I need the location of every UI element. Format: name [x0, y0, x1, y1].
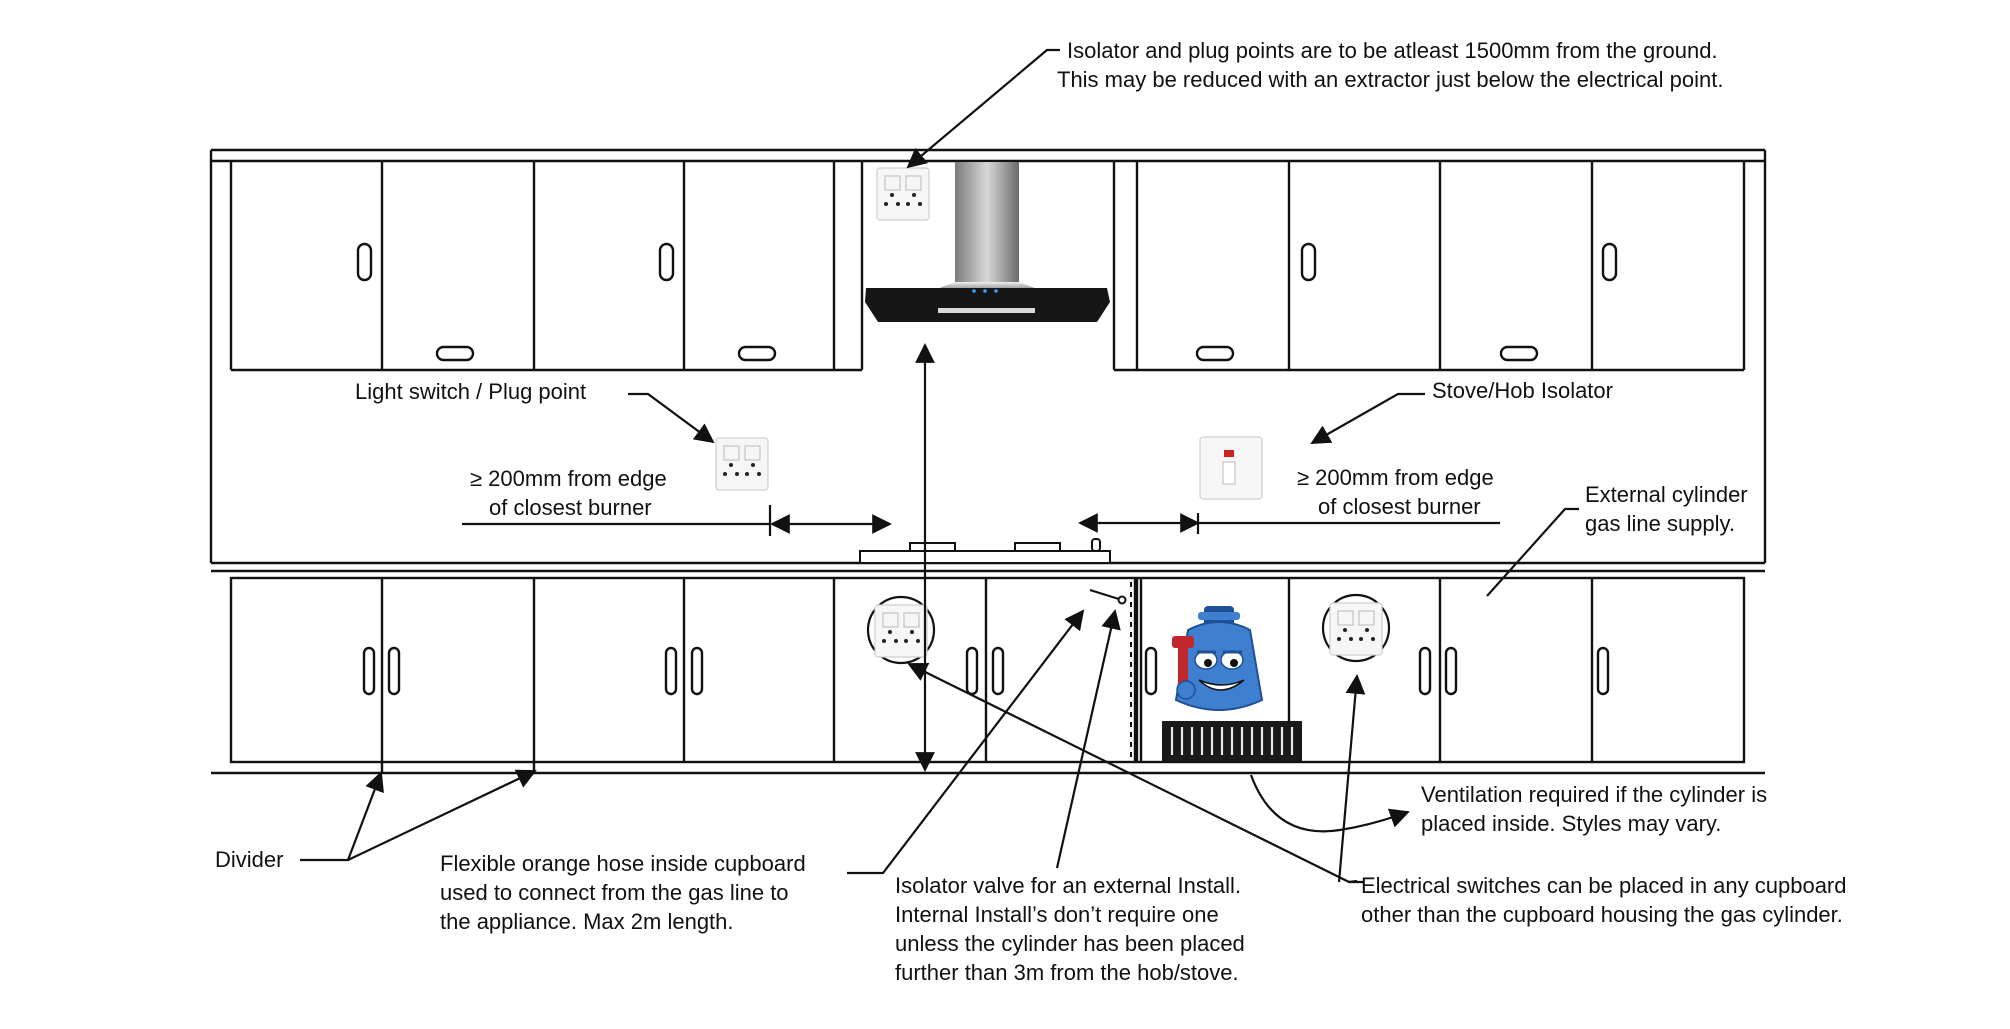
socket-icon — [876, 167, 930, 221]
electrical-line1: Electrical switches can be placed in any… — [1361, 873, 1847, 898]
isolator-note-line2: This may be reduced with an extractor ju… — [1057, 67, 1723, 92]
external-cylinder-line1: External cylinder — [1585, 482, 1748, 507]
hose-line3: the appliance. Max 2m length. — [440, 909, 734, 934]
upper-cabinets — [209, 148, 1767, 563]
external-cylinder-line2: gas line supply. — [1585, 511, 1735, 536]
switch-icon — [1199, 436, 1263, 500]
hose-line2: used to connect from the gas line to — [440, 880, 789, 905]
electrical-line2: other than the cupboard housing the gas … — [1361, 902, 1843, 927]
annotation-labels: Isolator and plug points are to be atlea… — [215, 38, 1847, 985]
divider-label: Divider — [215, 847, 283, 872]
stove-isolator-label: Stove/Hob Isolator — [1432, 378, 1613, 403]
left-distance-line1: ≥ 200mm from edge — [470, 466, 667, 491]
ventilation-line1: Ventilation required if the cylinder is — [1421, 782, 1767, 807]
right-distance-line2: of closest burner — [1318, 494, 1481, 519]
lower-cabinets — [211, 561, 1765, 775]
light-switch-label: Light switch / Plug point — [355, 379, 586, 404]
valve-line3: unless the cylinder has been placed — [895, 931, 1245, 956]
vent-grille-icon — [1162, 721, 1302, 761]
gas-cylinder-mascot-icon — [1172, 606, 1264, 711]
left-distance-line2: of closest burner — [489, 495, 652, 520]
extractor-hood-icon — [865, 162, 1110, 322]
ventilation-line2: placed inside. Styles may vary. — [1421, 811, 1721, 836]
socket-icon — [715, 437, 769, 491]
leader-lines — [300, 48, 1579, 884]
valve-icon — [1089, 589, 1127, 605]
valve-line4: further than 3m from the hob/stove. — [895, 960, 1239, 985]
socket-icon — [1321, 593, 1391, 663]
hob-icon — [859, 538, 1111, 564]
valve-line1: Isolator valve for an external Install. — [895, 873, 1241, 898]
isolator-note-line1: Isolator and plug points are to be atlea… — [1067, 38, 1718, 63]
hose-line1: Flexible orange hose inside cupboard — [440, 851, 806, 876]
valve-line2: Internal Install’s don’t require one — [895, 902, 1219, 927]
right-distance-line1: ≥ 200mm from edge — [1297, 465, 1494, 490]
